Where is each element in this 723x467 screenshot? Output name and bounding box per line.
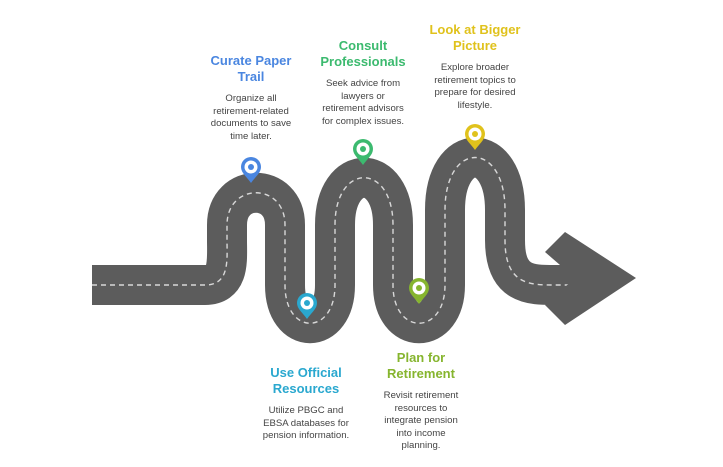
step-plan-for-retirement: Plan for Retirement Revisit retirement r… [361,350,481,453]
step-title: Look at Bigger Picture [429,22,521,53]
winding-road [92,137,575,344]
map-pin-icon [465,124,485,150]
step-title: Plan for Retirement [387,350,455,381]
step-use-official-resources: Use Official Resources Utilize PBGC and … [246,365,366,443]
map-pin-icon [241,157,261,183]
road-center-line [92,157,575,324]
step-description: Explore broader retirement topics to pre… [434,62,516,111]
step-description: Utilize PBGC and EBSA databases for pens… [262,405,350,441]
step-title: Use Official Resources [270,365,342,396]
step-description: Organize all retirement-related document… [210,93,292,142]
map-pin-icon [353,139,373,165]
step-title: Curate Paper Trail [210,53,292,84]
step-look-at-bigger-picture: Look at Bigger Picture Explore broader r… [415,22,535,112]
step-description: Revisit retirement resources to integrat… [383,390,459,451]
map-pin-icon [409,278,429,304]
step-consult-professionals: Consult Professionals Seek advice from l… [303,38,423,128]
step-curate-paper-trail: Curate Paper Trail Organize all retireme… [191,53,311,143]
step-description: Seek advice from lawyers or retirement a… [321,78,405,127]
arrow-right-icon [545,232,636,325]
map-pin-icon [297,293,317,319]
step-title: Consult Professionals [320,38,406,69]
